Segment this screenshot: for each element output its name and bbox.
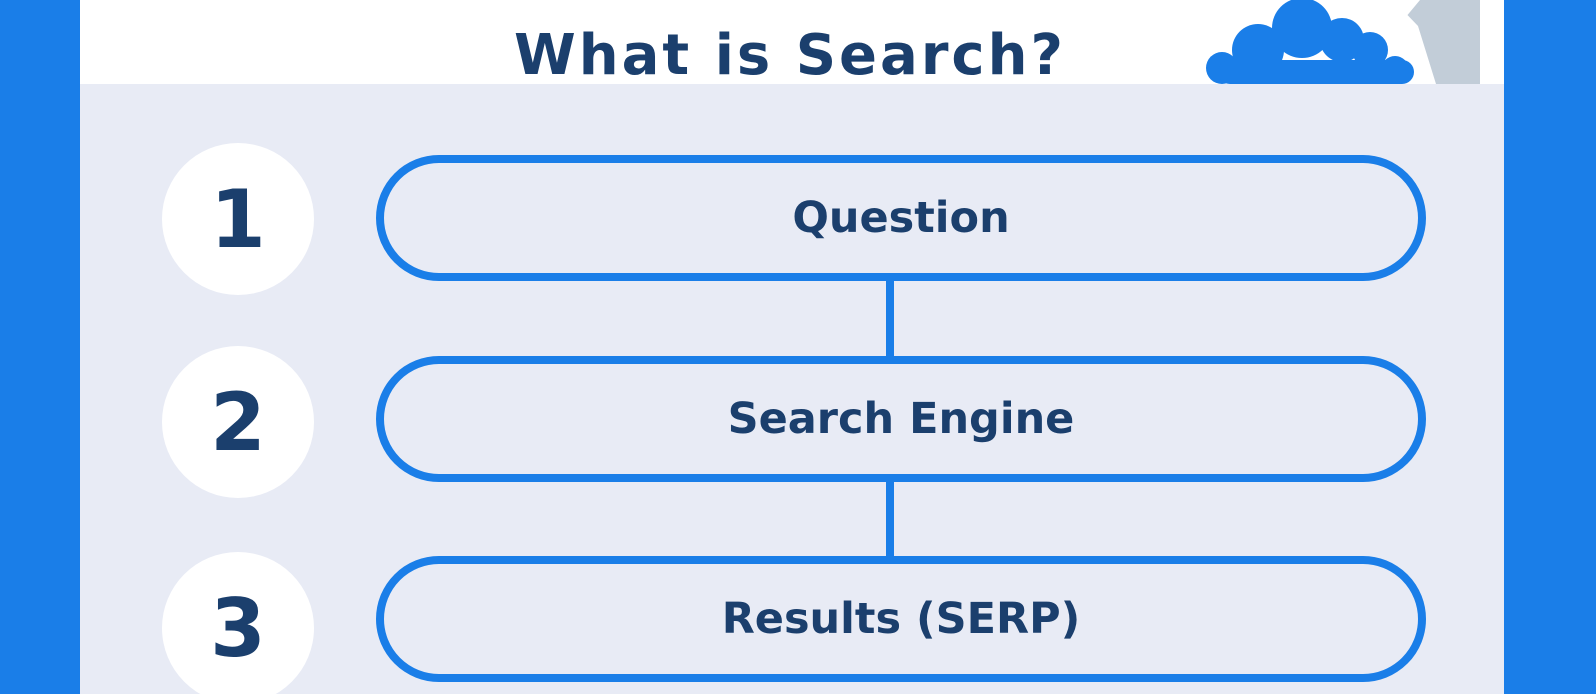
page-title: What is Search? xyxy=(514,23,1066,88)
header-decoration xyxy=(1206,0,1480,84)
connector-line xyxy=(886,281,894,356)
connector-line xyxy=(886,482,894,557)
mountain-icon xyxy=(1393,0,1480,84)
step-number-2: 2 xyxy=(162,346,314,498)
step-number-3: 3 xyxy=(162,552,314,694)
diagram-panel: What is Search? 1 Question 2 Search Engi… xyxy=(80,0,1504,694)
step-box-results: Results (SERP) xyxy=(376,556,1426,682)
step-box-question: Question xyxy=(376,155,1426,281)
cloud-icon xyxy=(1206,0,1414,84)
step-number-1: 1 xyxy=(162,143,314,295)
step-box-search-engine: Search Engine xyxy=(376,356,1426,482)
mountain-snow-icon xyxy=(1375,0,1420,18)
